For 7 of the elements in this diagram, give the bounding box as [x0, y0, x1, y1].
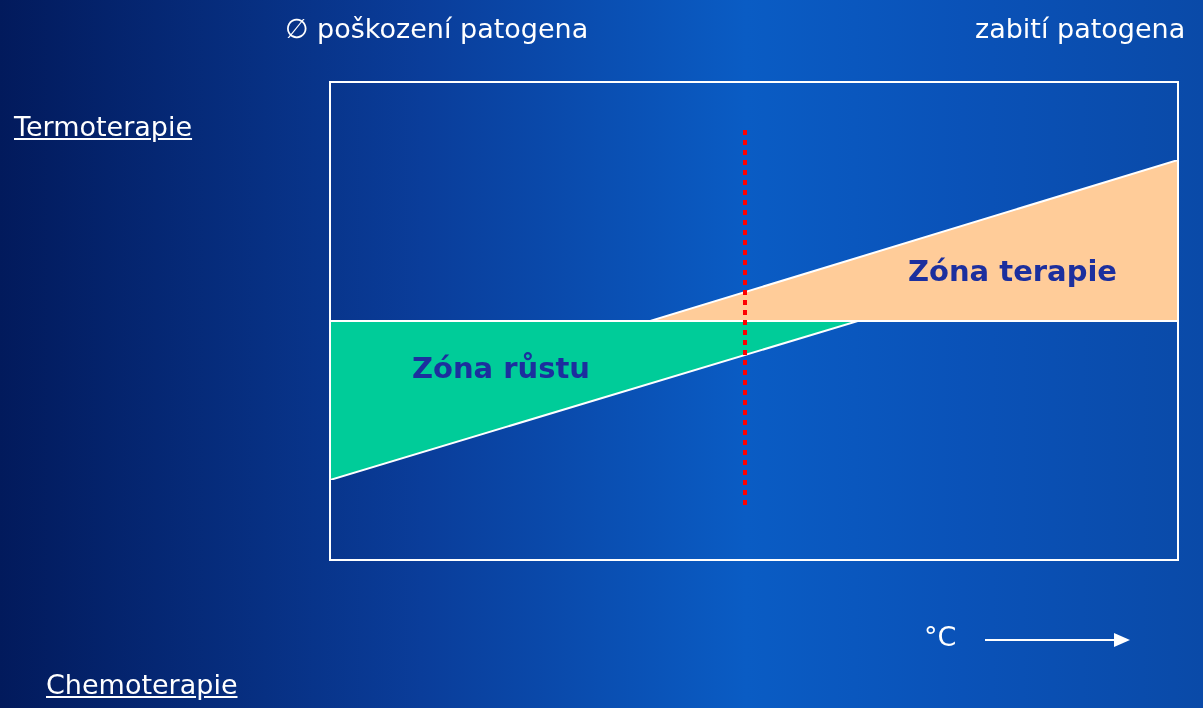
axis-label: zabití patogena	[975, 14, 1186, 44]
row-label: Termoterapie	[14, 112, 193, 142]
zone-label: Zóna terapie	[908, 256, 1118, 288]
axis-label: ∅ poškození patogena	[285, 14, 589, 44]
axis-label: °C	[924, 622, 957, 652]
row-label: Chemoterapie	[46, 670, 238, 700]
zone-label: Zóna růstu	[412, 353, 590, 385]
